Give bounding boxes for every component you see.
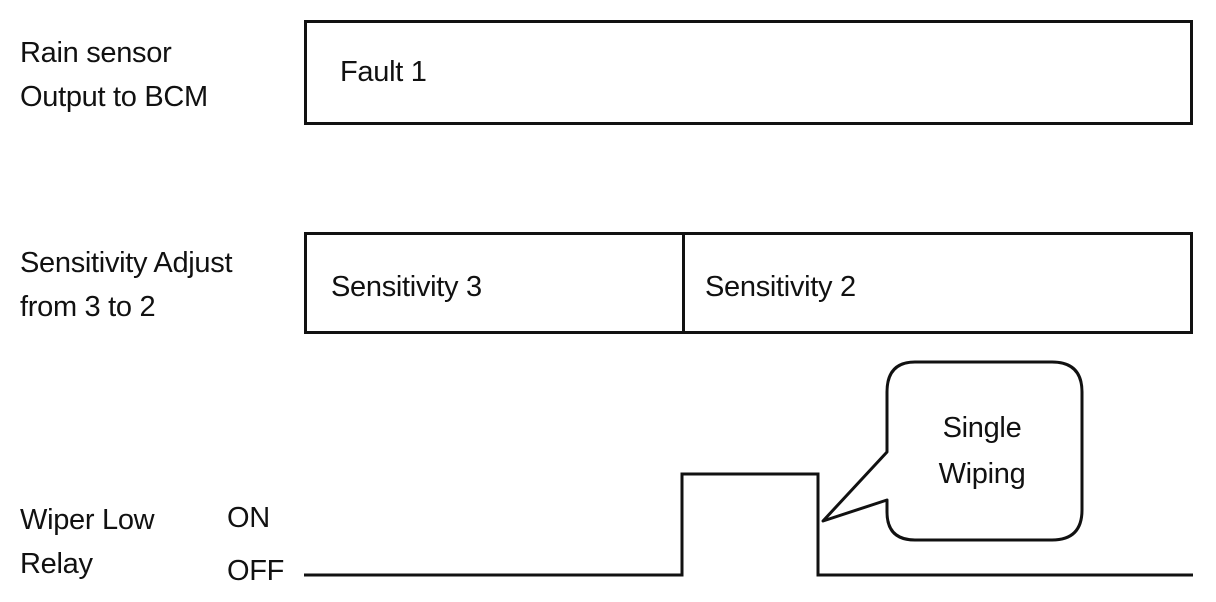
sensitivity-3-segment-label: Sensitivity 3 (331, 271, 482, 303)
wiper-relay-waveform (304, 472, 1193, 577)
rain-sensor-output-bar: Fault 1 (304, 20, 1193, 125)
fault-1-segment-label: Fault 1 (340, 56, 427, 88)
wiper-low-relay-label-line2: Relay (20, 548, 93, 580)
rain-sensor-label-line2: Output to BCM (20, 81, 208, 113)
single-wiping-callout-text: Single Wiping (912, 405, 1052, 497)
on-level-label: ON (227, 502, 270, 534)
sensitivity-adjust-label-line1: Sensitivity Adjust (20, 247, 233, 279)
sensitivity-adjust-label-line2: from 3 to 2 (20, 291, 156, 323)
single-wiping-callout-bubble (821, 360, 1084, 542)
off-level-label: OFF (227, 555, 285, 587)
wiper-low-relay-label-line1: Wiper Low (20, 504, 155, 536)
rain-sensor-label-line1: Rain sensor (20, 37, 172, 69)
sensitivity-2-segment-label: Sensitivity 2 (705, 271, 856, 303)
sensitivity-bar: Sensitivity 3 Sensitivity 2 (304, 232, 1193, 334)
rain-sensor-label: Rain sensor Output to BCM (20, 31, 208, 119)
callout-line1: Single (942, 412, 1022, 444)
wiper-low-relay-label: Wiper Low Relay (20, 498, 155, 586)
sensitivity-adjust-label: Sensitivity Adjust from 3 to 2 (20, 241, 233, 329)
sensitivity-divider (682, 235, 685, 331)
callout-line2: Wiping (938, 458, 1026, 490)
